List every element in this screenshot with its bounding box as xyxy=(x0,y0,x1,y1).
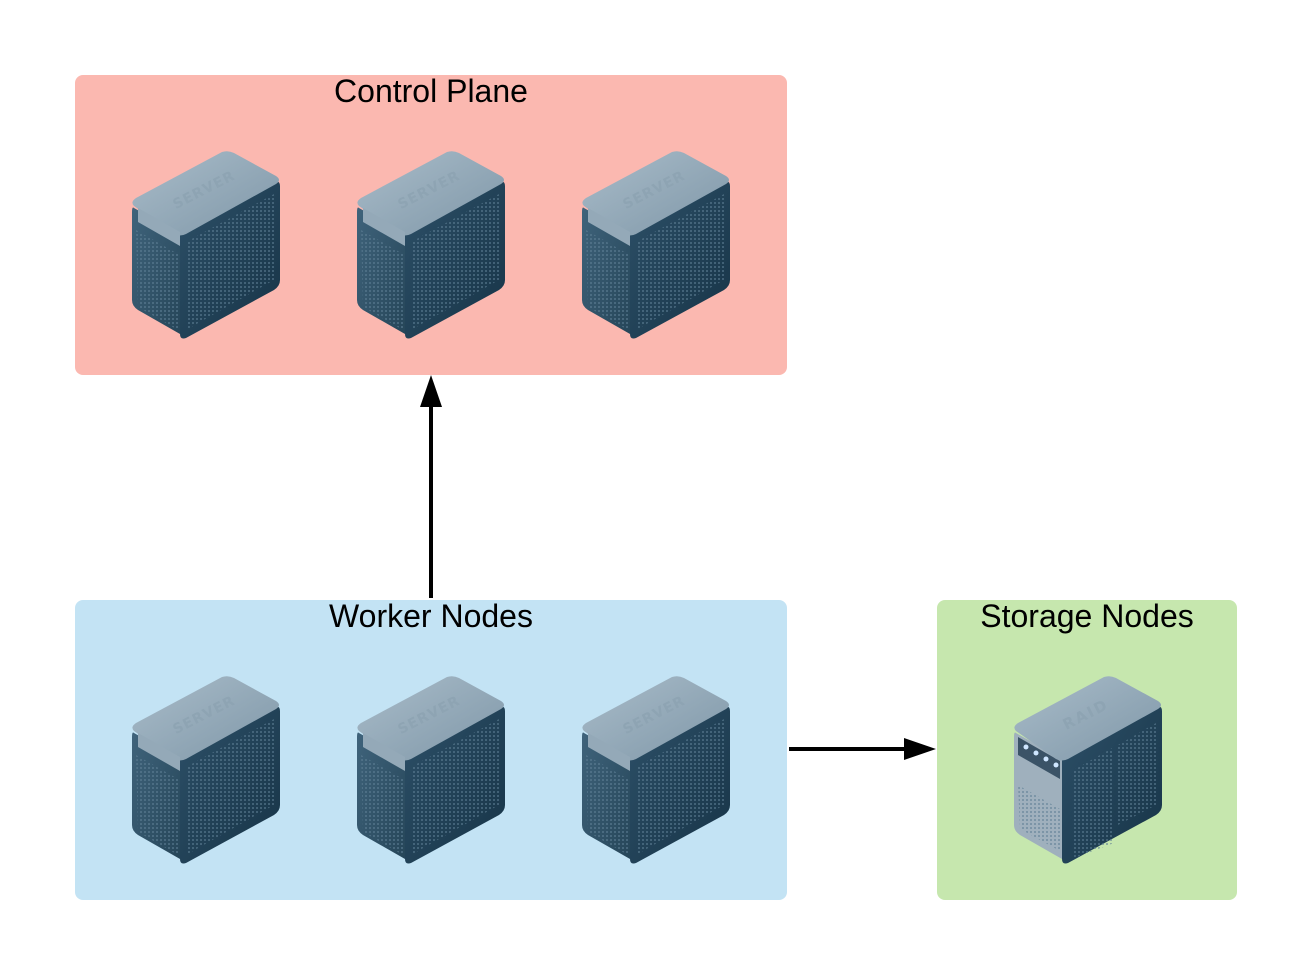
worker-nodes-title: Worker Nodes xyxy=(329,598,533,634)
arrowhead-up xyxy=(420,375,442,407)
arrowhead-right xyxy=(904,738,936,760)
control-plane-title: Control Plane xyxy=(334,73,528,109)
storage-nodes-title: Storage Nodes xyxy=(980,598,1194,634)
